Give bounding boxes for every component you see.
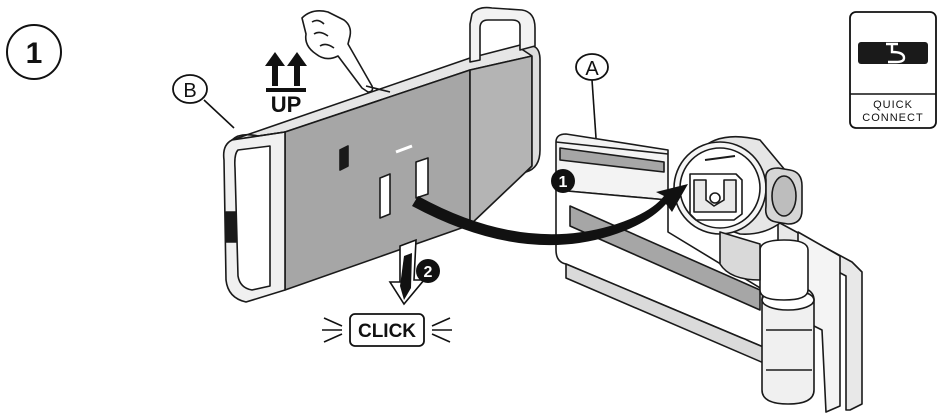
attach-motion-arrow: 1 (412, 169, 688, 246)
callout-b-label: B (183, 80, 196, 102)
push-down-arrow: 2 (388, 238, 440, 306)
step-number: 1 (26, 37, 43, 70)
callout-b: B (172, 74, 235, 129)
click-sound-lines-icon (322, 317, 452, 343)
sequence-marker-2: 2 (424, 264, 433, 281)
up-indicator: UP (265, 52, 307, 117)
sequence-marker-1: 1 (559, 174, 568, 191)
quick-connect-line1: QUICK (873, 99, 913, 111)
step-number-badge: 1 (6, 24, 62, 80)
mount-arm-a (555, 133, 863, 413)
click-indicator: CLICK (322, 313, 452, 347)
callout-a: A (575, 53, 609, 139)
click-label: CLICK (358, 321, 416, 342)
quick-connect-badge: QUICK CONNECT (849, 11, 937, 129)
up-label: UP (271, 92, 302, 117)
callout-a-label: A (585, 58, 599, 80)
quick-connect-latch-icon (858, 42, 928, 64)
pointing-hand-icon (301, 10, 391, 93)
quick-connect-line2: CONNECT (862, 112, 923, 124)
bracket-b (222, 6, 541, 303)
up-arrows-icon (265, 52, 307, 92)
